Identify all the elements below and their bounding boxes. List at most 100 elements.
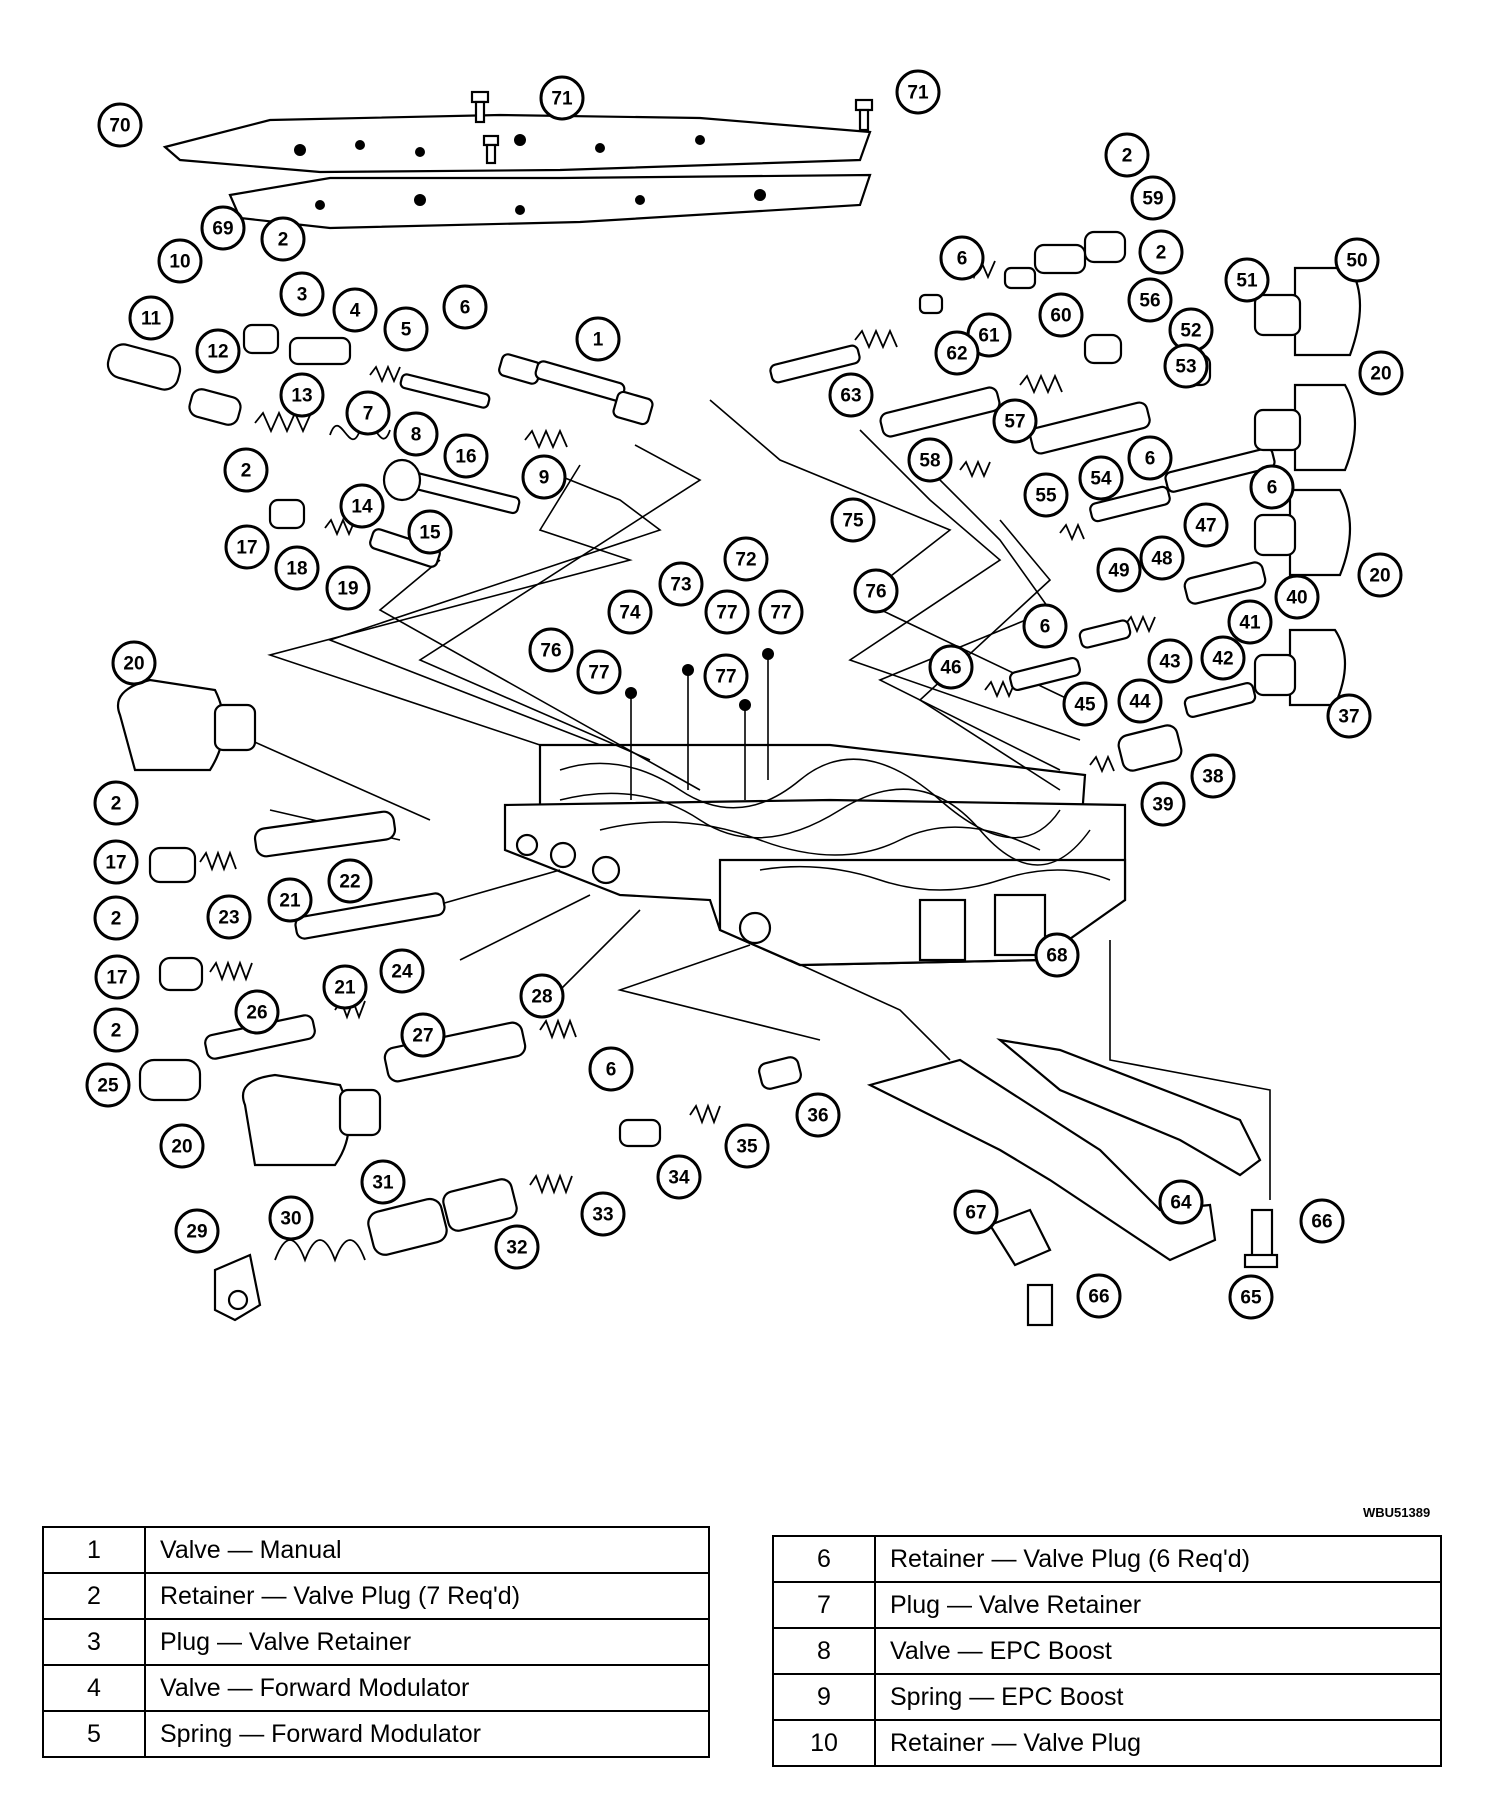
callout-9: 9 [521, 454, 567, 500]
callout-38: 38 [1190, 753, 1236, 799]
legend-number: 3 [42, 1618, 146, 1666]
callout-11: 11 [128, 295, 174, 341]
callout-label: 53 [1175, 357, 1196, 378]
callout-35: 35 [724, 1123, 770, 1169]
callout-72: 72 [723, 536, 769, 582]
callout-39: 39 [1140, 781, 1186, 827]
callout-label: 71 [907, 83, 929, 104]
callout-label: 36 [807, 1106, 828, 1127]
callout-57: 57 [992, 398, 1038, 444]
callout-17: 17 [94, 954, 140, 1000]
callout-label: 57 [1004, 412, 1025, 433]
callout-label: 33 [592, 1205, 613, 1226]
callout-55: 55 [1023, 472, 1069, 518]
callout-50: 50 [1334, 237, 1380, 283]
callout-label: 8 [411, 425, 422, 446]
callout-26: 26 [234, 989, 280, 1035]
drawing-code: WBU51389 [1363, 1505, 1431, 1520]
callout-label: 45 [1074, 695, 1096, 716]
callout-64: 64 [1158, 1179, 1204, 1225]
callout-label: 67 [965, 1203, 986, 1224]
callout-67: 67 [953, 1189, 999, 1235]
callout-7: 7 [345, 390, 391, 436]
legend-description: Valve — EPC Boost [874, 1627, 1442, 1675]
detent-springs-bracket [866, 1038, 1279, 1327]
callout-27: 27 [400, 1012, 446, 1058]
legend-description: Plug — Valve Retainer [874, 1581, 1442, 1629]
callout-68: 68 [1034, 932, 1080, 978]
callout-label: 49 [1108, 561, 1129, 582]
bolt-71-right [854, 98, 874, 132]
callout-label: 31 [372, 1173, 394, 1194]
callout-75: 75 [830, 497, 876, 543]
callout-label: 6 [460, 298, 471, 319]
callout-28: 28 [519, 973, 565, 1019]
callout-70: 70 [97, 102, 143, 148]
callout-label: 6 [1040, 617, 1051, 638]
callout-24: 24 [379, 948, 425, 994]
callout-5: 5 [383, 306, 429, 352]
callout-label: 56 [1139, 291, 1160, 312]
callout-30: 30 [268, 1195, 314, 1241]
callout-23: 23 [206, 894, 252, 940]
callout-label: 63 [840, 386, 861, 407]
callout-label: 4 [350, 301, 361, 322]
callout-label: 61 [978, 326, 1000, 347]
callout-label: 62 [946, 344, 967, 365]
callout-label: 71 [551, 89, 573, 110]
callout-71: 71 [895, 69, 941, 115]
callout-22: 22 [327, 858, 373, 904]
callout-label: 69 [212, 219, 233, 240]
callout-label: 17 [106, 968, 127, 989]
callout-label: 77 [715, 667, 736, 688]
callout-label: 15 [419, 523, 441, 544]
callout-3: 3 [279, 271, 325, 317]
legend-description: Plug — Valve Retainer [144, 1618, 710, 1666]
callout-label: 1 [593, 330, 604, 351]
callout-6: 6 [939, 235, 985, 281]
callout-label: 2 [111, 909, 122, 930]
callout-label: 48 [1151, 549, 1172, 570]
callout-51: 51 [1224, 257, 1270, 303]
callout-label: 23 [218, 908, 239, 929]
callout-71: 71 [539, 75, 585, 121]
callout-label: 32 [506, 1238, 527, 1259]
callout-label: 77 [716, 603, 737, 624]
callout-10: 10 [157, 238, 203, 284]
callout-label: 39 [1152, 795, 1173, 816]
callout-77: 77 [703, 653, 749, 699]
legend-description: Valve — Manual [144, 1526, 710, 1574]
callout-label: 2 [278, 230, 289, 251]
callout-36: 36 [795, 1092, 841, 1138]
callout-31: 31 [360, 1159, 406, 1205]
callout-48: 48 [1139, 535, 1185, 581]
callout-label: 19 [337, 579, 358, 600]
callout-label: 77 [588, 663, 609, 684]
callout-73: 73 [658, 561, 704, 607]
callout-label: 74 [619, 603, 641, 624]
callout-14: 14 [339, 483, 385, 529]
callout-label: 26 [246, 1003, 267, 1024]
valve-left-group [106, 323, 521, 568]
callout-label: 24 [391, 962, 413, 983]
callout-2: 2 [260, 216, 306, 262]
callout-8: 8 [393, 411, 439, 457]
callout-label: 44 [1129, 692, 1151, 713]
callout-69: 69 [200, 205, 246, 251]
legend-number: 1 [42, 1526, 146, 1574]
callout-label: 52 [1180, 321, 1201, 342]
solenoids [117, 266, 1362, 1167]
callout-20: 20 [1358, 350, 1404, 396]
callout-76: 76 [853, 568, 899, 614]
callout-label: 12 [207, 342, 228, 363]
callout-33: 33 [580, 1191, 626, 1237]
callout-label: 2 [1122, 146, 1133, 167]
callout-17: 17 [93, 839, 139, 885]
legend-description: Spring — Forward Modulator [144, 1710, 710, 1758]
